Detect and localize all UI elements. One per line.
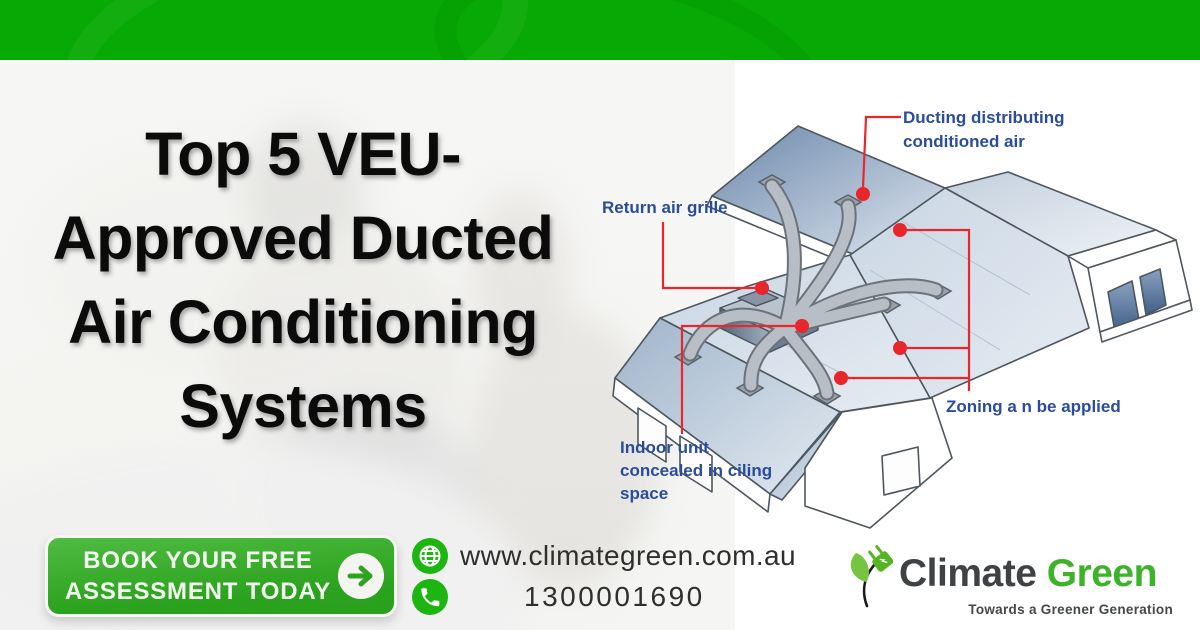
title-line-4: Systems xyxy=(179,372,427,440)
ducted-ac-house-diagram: Ducting distributing conditioned air Ret… xyxy=(602,108,1193,529)
book-assessment-button[interactable]: BOOK YOUR FREE ASSESSMENT TODAY xyxy=(45,535,397,617)
label-indoor-line3: space xyxy=(620,484,668,503)
phone-number: 1300001690 xyxy=(524,581,705,612)
marker-return-grille xyxy=(755,281,769,295)
phone-icon xyxy=(412,579,448,615)
return-air-grille xyxy=(737,289,779,307)
label-ducting-line2: conditioned air xyxy=(903,132,1025,151)
label-ducting-line1: Ducting distributing xyxy=(903,108,1064,127)
globe-icon xyxy=(412,538,448,574)
arrow-right-icon xyxy=(338,553,384,599)
sprout-plug-icon xyxy=(850,545,894,608)
website-url: www.climategreen.com.au xyxy=(460,540,796,571)
window xyxy=(637,407,667,463)
marker-indoor-unit xyxy=(795,319,809,333)
brand-name: Climate Green xyxy=(899,552,1157,596)
top-green-bar xyxy=(0,0,1200,60)
cta-label: BOOK YOUR FREE ASSESSMENT TODAY xyxy=(64,547,332,605)
label-indoor-line2: concealed in ciling xyxy=(620,461,772,480)
window xyxy=(679,435,713,493)
climate-green-logo: Climate Green Towards a Greener Generati… xyxy=(845,532,1175,626)
brand-green: Green xyxy=(1046,552,1158,595)
diagram-labels: Ducting distributing conditioned air Ret… xyxy=(602,108,1121,503)
label-return-grille: Return air grille xyxy=(602,198,728,217)
window xyxy=(881,446,921,496)
label-indoor-line1: Indoor unit xyxy=(620,438,709,457)
marker-ducting xyxy=(856,187,870,201)
marker-zone-3 xyxy=(834,371,848,385)
page-title: Top 5 VEU- Approved Ducted Air Condition… xyxy=(28,112,578,448)
garage-opening xyxy=(1139,268,1167,316)
title-line-3: Air Conditioning xyxy=(68,288,538,356)
duct-network xyxy=(682,178,944,401)
title-line-2: Approved Ducted xyxy=(52,204,554,272)
annotation-leaders xyxy=(661,115,971,434)
title-line-1: Top 5 VEU- xyxy=(145,120,461,188)
phone-row[interactable]: 1300001690 xyxy=(412,579,705,615)
brand-climate: Climate xyxy=(899,552,1037,595)
website-row[interactable]: www.climategreen.com.au xyxy=(412,538,796,574)
leaf-swirl-decoration xyxy=(412,0,852,60)
marker-zone-2 xyxy=(893,341,907,355)
brand-tagline: Towards a Greener Generation xyxy=(968,602,1173,617)
marker-zone-1 xyxy=(893,223,907,237)
label-zoning: Zoning a n be applied xyxy=(946,397,1121,416)
